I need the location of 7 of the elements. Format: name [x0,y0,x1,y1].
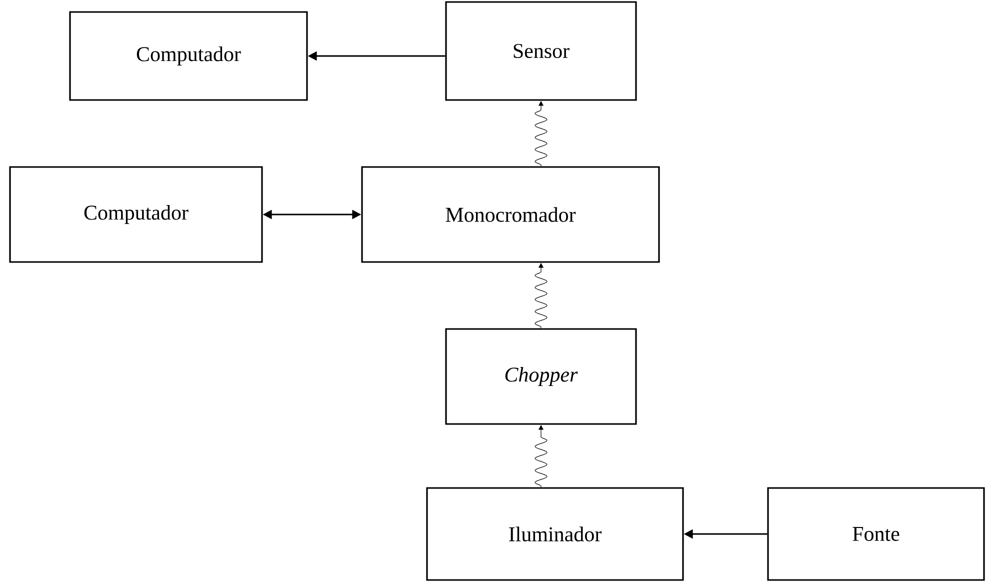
process-box: Computador [69,11,308,101]
process-box: Iluminador [426,487,684,581]
process-box: Fonte [767,487,985,581]
process-box: Sensor [445,1,637,101]
process-box: Chopper [445,328,637,425]
process-box: Computador [9,166,263,263]
process-box: Monocromador [361,166,660,263]
